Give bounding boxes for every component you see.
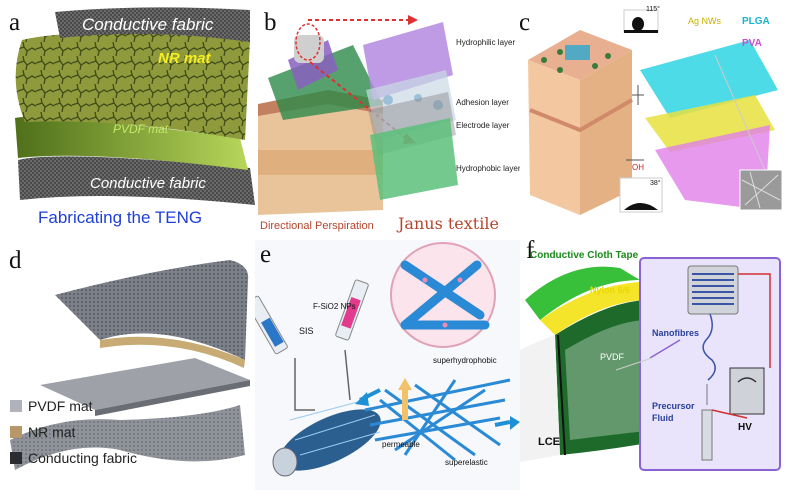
electrospinning-illustration — [255, 240, 520, 490]
collector-drum — [279, 409, 381, 471]
directional-perspiration-label: Directional Perspiration — [260, 220, 374, 232]
hv-label: HV — [738, 422, 752, 433]
legend-nr-mat: NR mat — [28, 424, 76, 440]
droplet-38-icon — [624, 203, 658, 210]
layer-electrode: Electrode layer — [456, 121, 510, 130]
precursor-label: Precursor Fluid — [652, 401, 695, 423]
nanofiber-skin-illustration — [528, 9, 783, 215]
janus-textile-label: Janus textile — [398, 214, 499, 233]
chem-oh: OH — [632, 163, 644, 172]
angle-38: 38° — [650, 180, 661, 187]
legend-swatch-nr — [10, 426, 22, 438]
layer-adhesion: Adhesion layer — [456, 98, 509, 107]
nr-mat-label: NR mat — [158, 50, 211, 67]
syringe-icon — [701, 409, 713, 461]
superhydrophobic-label: superhydrophobic — [433, 356, 497, 365]
panel-a: a Conductive fabric NR mat PVDF mat Cond… — [0, 0, 258, 240]
bottom-fabric-label: Conductive fabric — [90, 175, 206, 192]
panel-f: f Conductive Cloth Tape Nylon 6/6 PVDF L… — [520, 240, 785, 490]
nylon-label: Nylon 6/6 — [590, 285, 631, 295]
sweat-droplet-icon — [294, 35, 324, 63]
panel-label-f: f — [526, 240, 535, 264]
sis-label: SIS — [299, 326, 314, 336]
legend-pvdf-mat: PVDF mat — [28, 398, 93, 414]
angle-115: 115° — [646, 6, 660, 13]
panel-label-b: b — [264, 9, 277, 36]
legend-ag-nws: Ag NWs — [688, 16, 722, 26]
pvdf-label: PVDF — [600, 352, 625, 362]
sio2-label: F-SiO2 NPs — [313, 302, 356, 311]
pvdf-mat-label: PVDF mat — [113, 122, 169, 136]
panel-a-caption: Fabricating the TENG — [38, 208, 203, 227]
lce-label: LCE — [538, 436, 560, 448]
panel-label-a: a — [9, 9, 21, 36]
legend-conducting-fabric: Conducting fabric — [28, 450, 137, 466]
legend-pva: PVA — [742, 38, 762, 49]
legend-swatch-pvdf — [10, 400, 22, 412]
panel-c: c 115° Ag NWs PLGA PVA 38° OH — [520, 0, 785, 240]
janus-textile-illustration — [258, 15, 458, 215]
superelastic-label: superelastic — [445, 458, 488, 467]
fiber-mesh — [364, 378, 511, 462]
hv-supply-icon — [729, 367, 765, 415]
legend-plga: PLGA — [742, 16, 770, 27]
panel-label-d: d — [9, 247, 22, 274]
nanofibres-label: Nanofibres — [652, 328, 700, 338]
teng-stack-illustration — [10, 260, 250, 470]
permeable-label: permeable — [382, 440, 420, 449]
panel-b: b Hydrophilic layer Adhesion layer Elect… — [258, 0, 520, 240]
layer-hydrophobic: Hydrophobic layer — [456, 164, 520, 173]
droplet-115-icon — [632, 17, 644, 31]
panel-e: e SIS F-SiO2 NPs superhydrophobic permea… — [255, 240, 520, 490]
panel-label-c: c — [520, 9, 531, 36]
teng-layers-illustration — [15, 7, 255, 205]
top-fabric-label: Conductive fabric — [82, 15, 214, 34]
layer-hydrophilic: Hydrophilic layer — [456, 38, 516, 47]
conductive-tape-label: Conductive Cloth Tape — [530, 250, 639, 261]
panel-d: d PVDF mat NR mat Conducting fabric — [0, 240, 255, 490]
wearable-device-illustration — [520, 257, 781, 471]
legend-swatch-fabric — [10, 452, 22, 464]
panel-label-e: e — [260, 241, 272, 268]
